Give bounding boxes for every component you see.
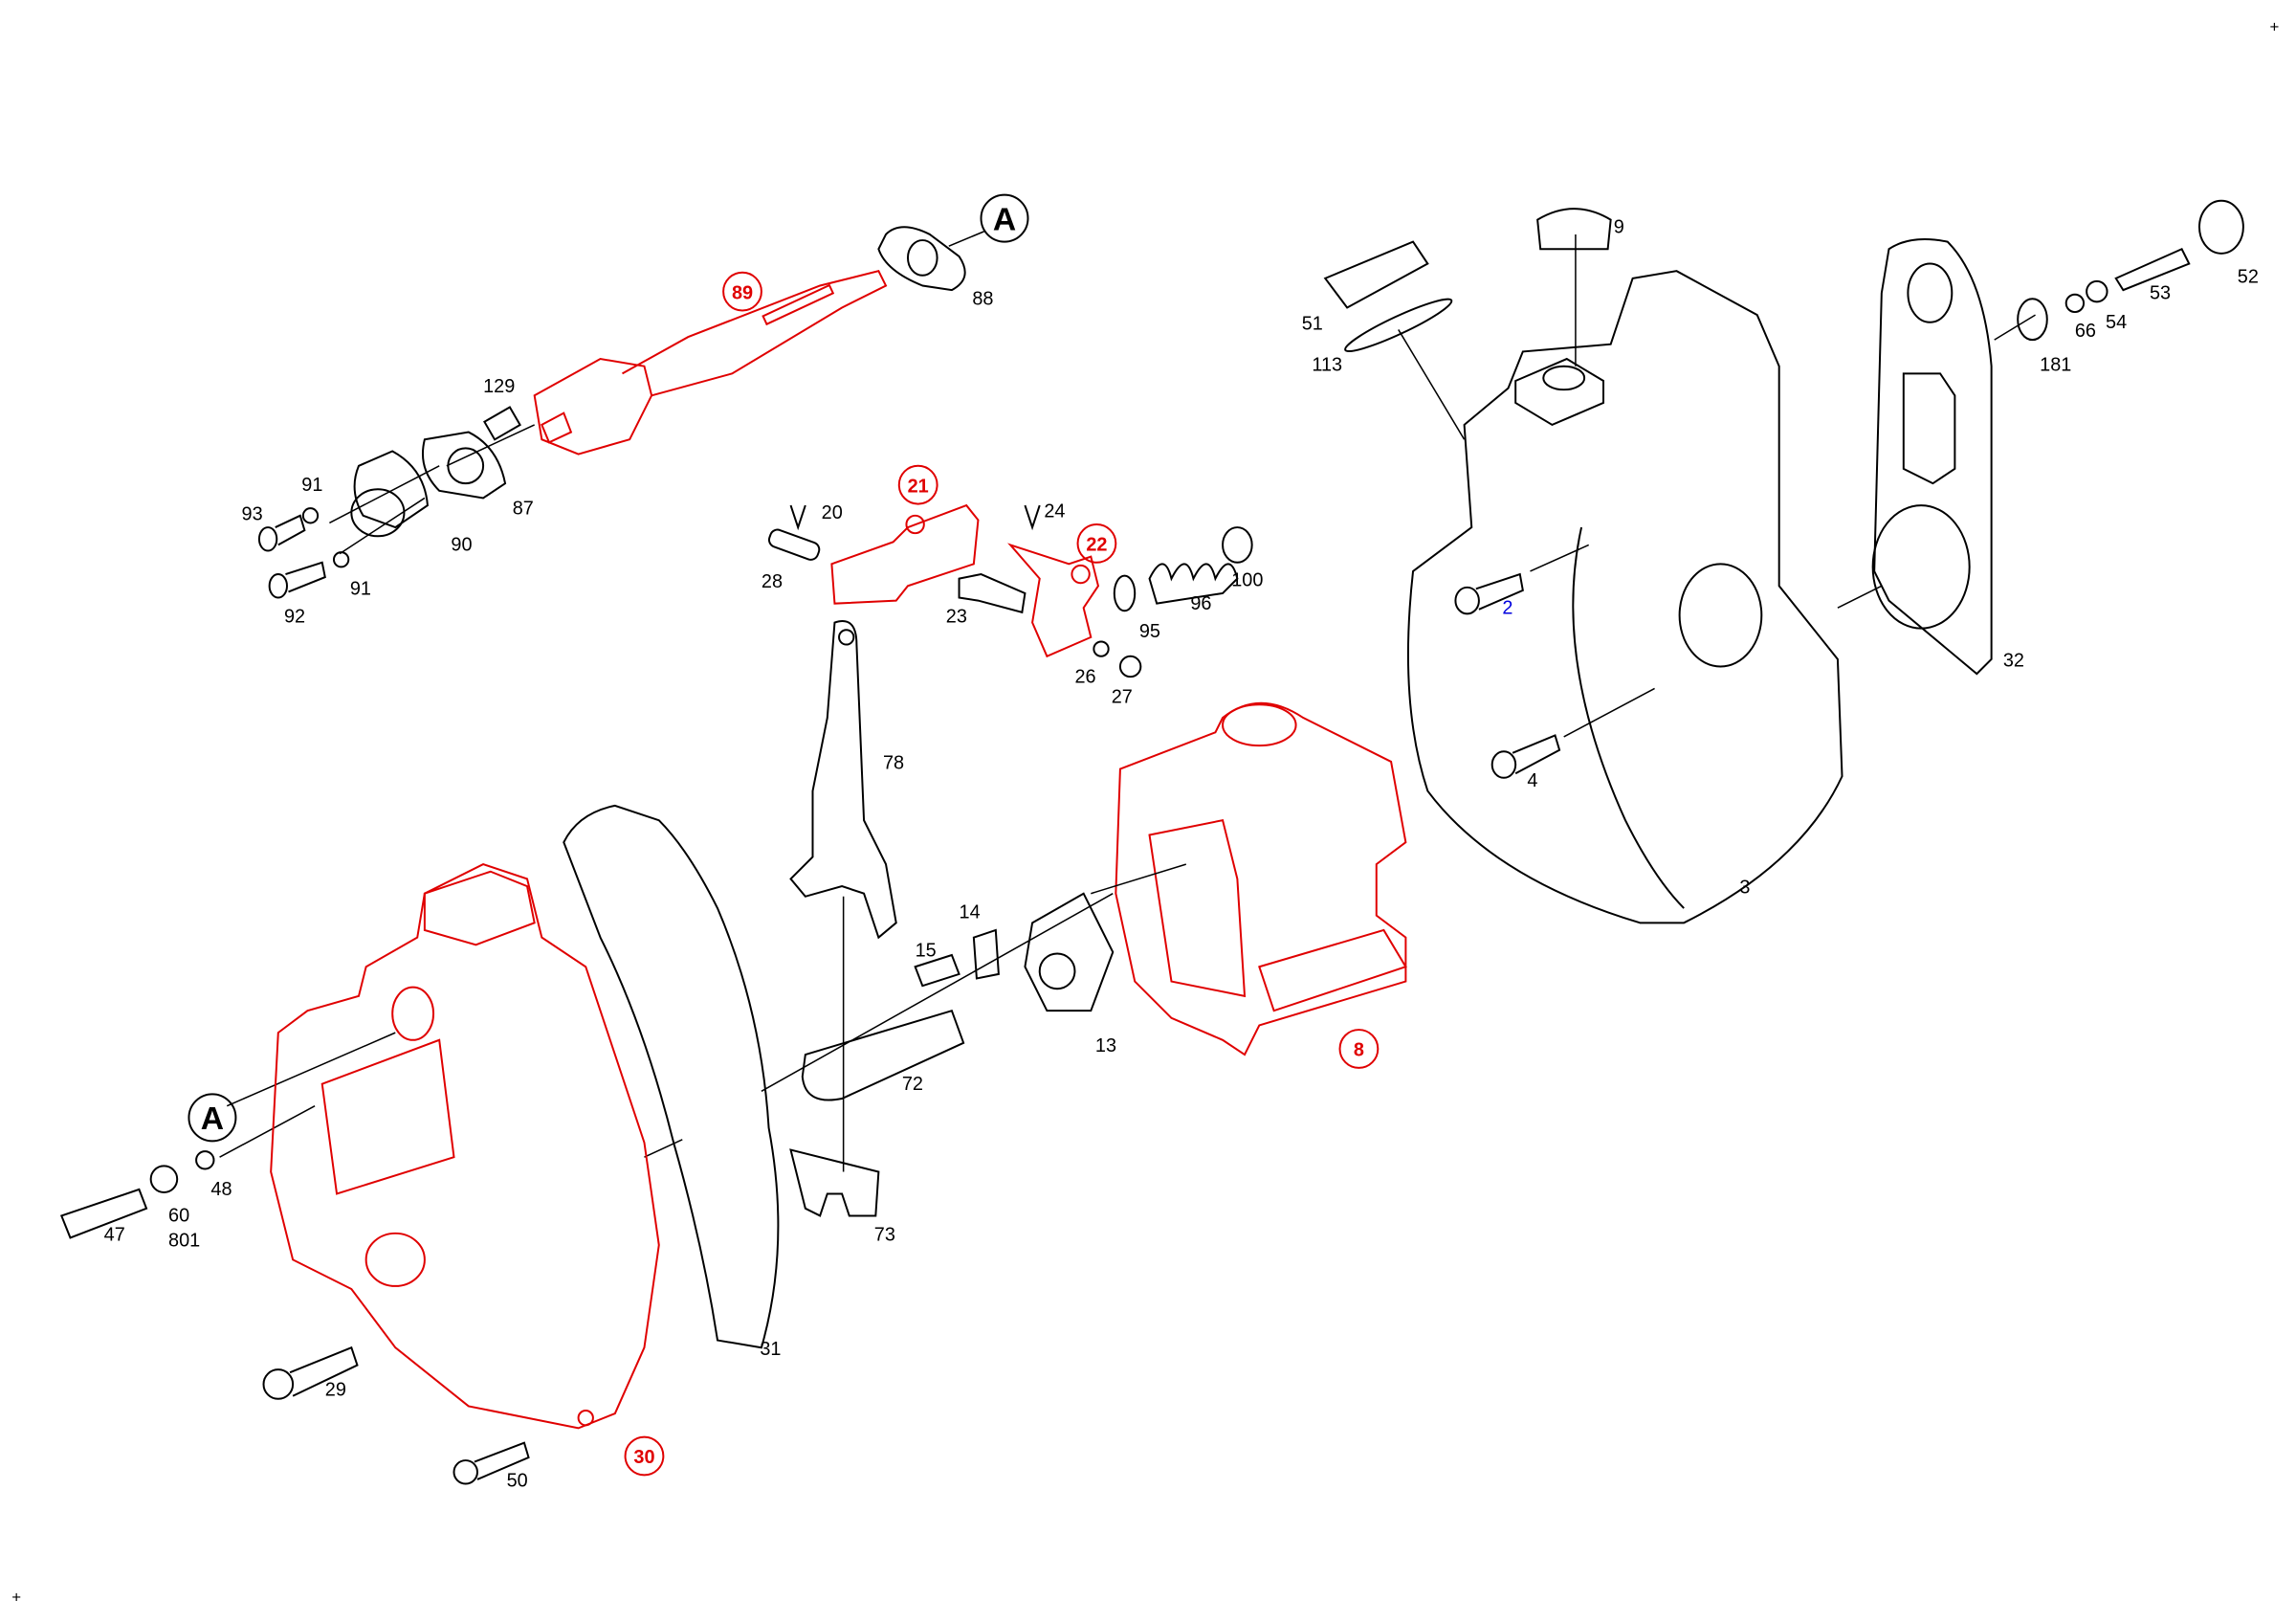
parts-181-66-54-53-52[interactable]	[1994, 199, 2244, 342]
label-60[interactable]: 60	[168, 1206, 189, 1227]
screws-91-92-93[interactable]	[257, 507, 350, 599]
part-31-gasket[interactable]	[563, 804, 780, 1349]
label-73[interactable]: 73	[874, 1224, 895, 1245]
part-129-sleeve[interactable]	[483, 406, 521, 441]
label-95[interactable]: 95	[1139, 621, 1160, 642]
label-47[interactable]: 47	[104, 1224, 125, 1245]
part-22-bracket[interactable]	[1007, 543, 1100, 658]
label-24[interactable]: 24	[1044, 500, 1065, 522]
label-50[interactable]: 50	[507, 1471, 528, 1492]
svg-text:22: 22	[1086, 535, 1107, 556]
label-66[interactable]: 66	[2075, 321, 2096, 342]
label-72[interactable]: 72	[902, 1074, 923, 1095]
callout-30[interactable]: 30	[624, 1435, 665, 1477]
callout-22[interactable]: 22	[1076, 523, 1117, 564]
label-4[interactable]: 4	[1527, 770, 1537, 791]
part-8-pump-body[interactable]	[1091, 701, 1407, 1056]
part-3-housing[interactable]	[1406, 233, 1843, 924]
label-29[interactable]: 29	[325, 1380, 346, 1401]
part-30-governor-housing[interactable]	[270, 863, 660, 1430]
label-92[interactable]: 92	[284, 607, 305, 628]
svg-text:8: 8	[1354, 1040, 1364, 1061]
label-31[interactable]: 31	[760, 1339, 781, 1360]
parts-20-24-28-23[interactable]	[767, 504, 1041, 614]
parts-95-96-100-springs[interactable]	[1093, 526, 1253, 678]
parts-51-113-9-plugs[interactable]	[1323, 208, 1612, 440]
label-87[interactable]: 87	[513, 498, 534, 519]
part-88-gasket[interactable]	[877, 226, 984, 292]
part-90-87-cover[interactable]	[329, 424, 535, 555]
label-88[interactable]: 88	[972, 288, 993, 309]
label-26[interactable]: 26	[1074, 666, 1095, 687]
label-48[interactable]: 48	[210, 1179, 232, 1200]
label-100[interactable]: 100	[1231, 569, 1263, 590]
parts-13-14-15-72-73[interactable]	[761, 892, 1115, 1217]
label-93[interactable]: 93	[242, 503, 263, 524]
part-32-plate[interactable]	[1837, 238, 1993, 676]
reference-marker-a-bottom[interactable]: A	[188, 1093, 237, 1143]
label-28[interactable]: 28	[762, 571, 783, 592]
label-27[interactable]: 27	[1112, 687, 1133, 708]
label-51[interactable]: 51	[1302, 313, 1323, 334]
label-96[interactable]: 96	[1190, 593, 1211, 614]
label-78[interactable]: 78	[883, 753, 904, 774]
corner-mark-top: +	[2269, 18, 2279, 36]
label-90[interactable]: 90	[451, 535, 472, 556]
label-91[interactable]: 91	[301, 475, 322, 496]
label-13[interactable]: 13	[1095, 1035, 1116, 1056]
label-2-link[interactable]: 2	[1502, 597, 1512, 618]
label-181[interactable]: 181	[2040, 354, 2071, 375]
label-9[interactable]: 9	[1614, 216, 1624, 237]
label-52[interactable]: 52	[2238, 266, 2259, 287]
label-15[interactable]: 15	[916, 941, 937, 962]
part-21-bracket[interactable]	[830, 503, 980, 605]
parts-29-50-screws[interactable]	[262, 1345, 530, 1485]
label-91[interactable]: 91	[350, 578, 371, 599]
callout-21[interactable]: 21	[897, 464, 938, 505]
part-78-lever[interactable]	[789, 620, 897, 1172]
part-89-lever-assembly[interactable]	[533, 270, 888, 456]
svg-text:89: 89	[732, 282, 753, 303]
svg-text:21: 21	[908, 476, 929, 497]
label-32[interactable]: 32	[2003, 650, 2024, 671]
label-20[interactable]: 20	[822, 502, 843, 523]
reference-marker-a-top[interactable]: A	[980, 193, 1029, 243]
label-113[interactable]: 113	[1312, 354, 1342, 375]
label-23[interactable]: 23	[946, 607, 967, 628]
callout-89[interactable]: 89	[722, 271, 762, 312]
svg-text:30: 30	[633, 1447, 654, 1468]
label-53[interactable]: 53	[2150, 282, 2171, 303]
svg-text:A: A	[201, 1101, 224, 1137]
parts-2-4-screws[interactable]	[1454, 544, 1655, 779]
parts-47-60-48-screws[interactable]	[59, 1032, 396, 1239]
svg-text:A: A	[993, 202, 1016, 237]
label-801[interactable]: 801	[168, 1231, 200, 1252]
corner-mark-bottom: +	[11, 1589, 21, 1607]
label-3[interactable]: 3	[1739, 878, 1750, 899]
callout-8[interactable]: 8	[1338, 1029, 1380, 1069]
part-labels: 88 129 91 93 87 90 92 91 20 24 28 23 95 …	[104, 216, 2259, 1491]
label-129[interactable]: 129	[483, 376, 515, 397]
label-14[interactable]: 14	[960, 902, 981, 923]
label-54[interactable]: 54	[2106, 312, 2127, 333]
